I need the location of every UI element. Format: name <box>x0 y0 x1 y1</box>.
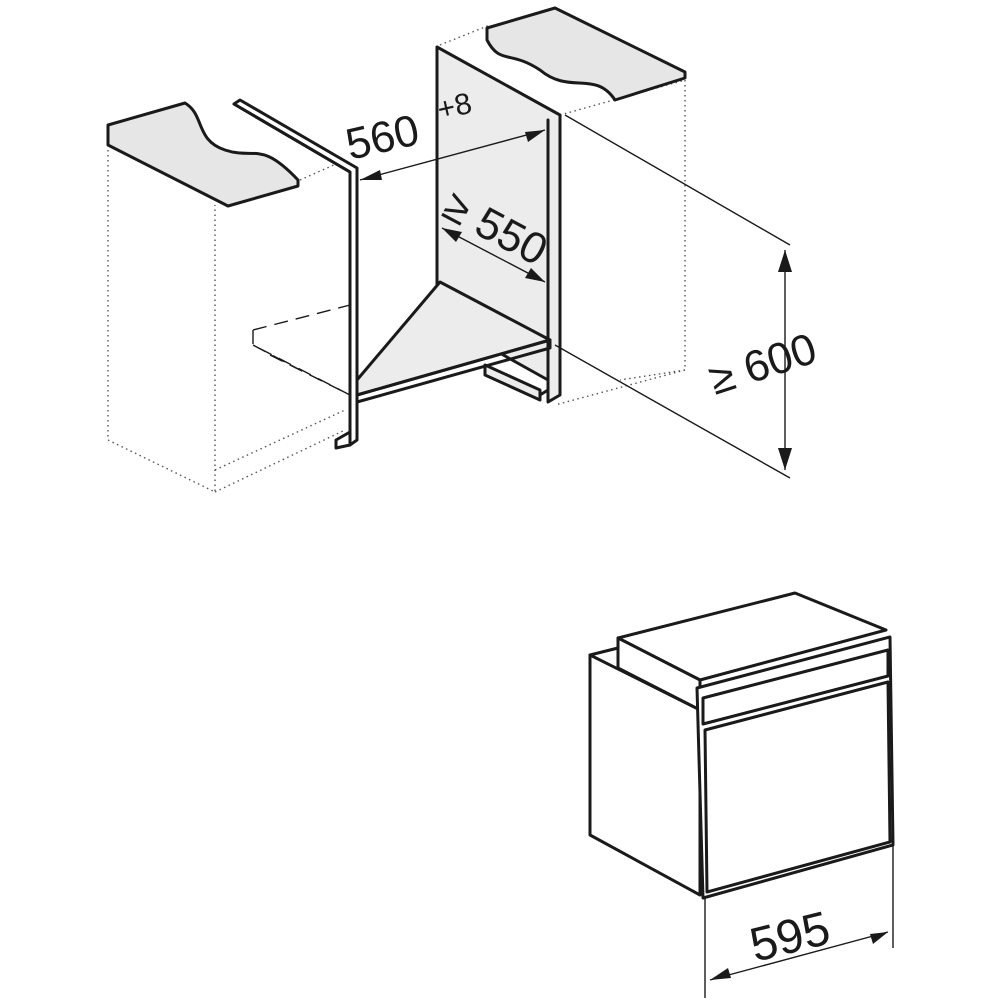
right-countertop-edge <box>486 39 686 101</box>
dimension-arrow-icon <box>442 228 462 242</box>
depth-dimension <box>441 227 546 283</box>
dimension-arrow-icon <box>778 448 792 470</box>
appliance <box>588 591 895 900</box>
appliance-control-strip <box>701 648 890 726</box>
appliance-width-dimension <box>704 845 894 998</box>
appliance-door <box>703 680 892 894</box>
dashed-base <box>252 304 351 396</box>
niche-height-label: ≥ 600 <box>703 324 823 405</box>
left-countertop-edge <box>107 144 299 207</box>
left-countertop <box>106 101 300 208</box>
dimension-arrow-icon <box>710 968 731 980</box>
back-panel-edge <box>538 118 550 397</box>
niche-width-tolerance: +8 <box>434 87 475 127</box>
right-countertop <box>485 6 687 102</box>
dimension-arrow-icon <box>778 250 792 272</box>
width-dimension <box>359 129 546 181</box>
height-dimension <box>554 114 792 479</box>
shelf-support <box>483 363 542 402</box>
shelf-front-edge <box>355 338 552 404</box>
left-niche-panel <box>232 98 359 447</box>
dimension-arrow-icon <box>525 130 545 142</box>
left-niche-panel-front <box>232 102 352 450</box>
appliance-body-top-edge <box>588 646 620 657</box>
dimension-arrow-icon <box>870 932 888 944</box>
niche-width-label: 560 <box>341 105 424 169</box>
appliance-body-side <box>588 653 702 897</box>
dimension-arrow-icon <box>525 268 545 282</box>
appliance-width-label: 595 <box>745 902 836 973</box>
dimension-arrow-icon <box>360 170 382 180</box>
